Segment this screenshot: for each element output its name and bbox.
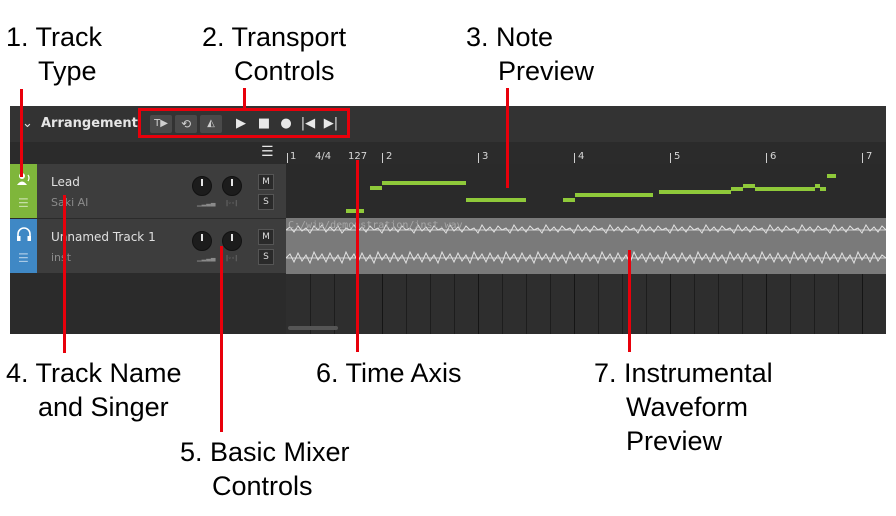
note xyxy=(382,181,466,185)
leader-line-track-name xyxy=(63,195,66,353)
play-icon[interactable]: ▶ xyxy=(236,116,246,131)
arrangement-title: Arrangement xyxy=(41,116,138,131)
leader-line-mixer xyxy=(220,246,223,432)
track-type-instrumental[interactable]: ☰ xyxy=(10,219,37,273)
bar-label: 1 xyxy=(290,151,297,162)
bar-label: 3 xyxy=(482,151,489,162)
skip-to-start-icon[interactable]: |◀ xyxy=(300,116,316,131)
arrangement-panel: ⌄ Arrangement T▶ ⟲ ◭ ▶ ■ ● |◀ ▶| ☰ ☰ Lea… xyxy=(10,106,886,334)
loop-button[interactable]: ⟲ xyxy=(175,115,197,133)
note-preview-part[interactable] xyxy=(286,164,886,218)
note xyxy=(743,184,755,188)
leader-line-note-preview xyxy=(506,88,509,188)
volume-meter-icon: ▁▂▃▄ xyxy=(197,200,216,207)
note xyxy=(827,174,836,178)
note xyxy=(820,187,826,191)
leader-line-track-type xyxy=(20,89,23,177)
headphones-icon xyxy=(17,227,31,241)
time-signature[interactable]: 4/4 xyxy=(315,151,332,162)
record-icon[interactable]: ● xyxy=(280,116,292,131)
callout-time-axis: 6. Time Axis xyxy=(316,358,462,388)
mute-button[interactable]: M xyxy=(258,229,274,245)
horizontal-scrollbar[interactable] xyxy=(288,326,338,330)
volume-knob[interactable] xyxy=(192,176,212,196)
bar-label: 2 xyxy=(386,151,393,162)
track-name[interactable]: Unnamed Track 1 xyxy=(51,230,156,244)
note xyxy=(731,187,743,191)
track-type-vocal[interactable]: ☰ xyxy=(10,164,37,218)
follow-playhead-button[interactable]: T▶ xyxy=(150,115,172,133)
mute-button[interactable]: M xyxy=(258,174,274,190)
singer-icon xyxy=(17,173,30,185)
collapse-chevron-icon[interactable]: ⌄ xyxy=(22,116,33,131)
solo-button[interactable]: S xyxy=(258,194,274,210)
transport-controls: T▶ ⟲ ◭ ▶ ■ ● |◀ ▶| xyxy=(143,112,343,136)
note xyxy=(563,198,575,202)
note xyxy=(815,184,820,188)
note xyxy=(346,209,364,213)
stop-icon[interactable]: ■ xyxy=(257,116,271,131)
volume-meter-icon: ▁▂▃▄ xyxy=(197,255,216,262)
track-drag-icon[interactable]: ☰ xyxy=(18,196,29,210)
bar-label: 6 xyxy=(770,151,777,162)
note xyxy=(659,190,731,194)
track-singer[interactable]: Saki AI xyxy=(51,196,89,209)
leader-line-transport xyxy=(243,88,246,108)
leader-line-waveform xyxy=(628,250,631,352)
waveform-part[interactable]: C:/wip/demonstration/inst.wav xyxy=(286,218,886,274)
pan-meter-icon: |◦◦| xyxy=(226,255,238,262)
track-drag-icon[interactable]: ☰ xyxy=(18,251,29,265)
pan-knob[interactable] xyxy=(222,176,242,196)
tempo[interactable]: 127 xyxy=(348,151,368,162)
track-singer[interactable]: inst xyxy=(51,251,72,264)
note xyxy=(466,198,526,202)
note xyxy=(370,186,382,190)
track-row-unnamed[interactable]: ☰ Unnamed Track 1 inst ▁▂▃▄ |◦◦| M S xyxy=(10,219,286,273)
track-menu-icon[interactable]: ☰ xyxy=(261,144,274,160)
skip-to-end-icon[interactable]: ▶| xyxy=(323,116,339,131)
bar-label: 5 xyxy=(674,151,681,162)
time-axis[interactable]: 1 4/4 127 2 3 4 5 6 7 xyxy=(286,142,886,164)
pan-meter-icon: |◦◦| xyxy=(226,200,238,207)
bar-label: 7 xyxy=(866,151,873,162)
metronome-button[interactable]: ◭ xyxy=(200,115,222,133)
waveform-file-path: C:/wip/demonstration/inst.wav xyxy=(288,220,463,231)
bar-label: 4 xyxy=(578,151,585,162)
track-row-lead[interactable]: ☰ Lead Saki AI ▁▂▃▄ |◦◦| M S xyxy=(10,164,286,218)
timeline-area[interactable]: C:/wip/demonstration/inst.wav xyxy=(286,164,886,334)
transport-highlight-box xyxy=(138,108,350,138)
volume-knob[interactable] xyxy=(192,231,212,251)
note xyxy=(575,193,653,197)
leader-line-time-axis xyxy=(356,160,359,352)
solo-button[interactable]: S xyxy=(258,249,274,265)
note xyxy=(755,187,815,191)
waveform-graphic xyxy=(286,224,886,265)
track-name[interactable]: Lead xyxy=(51,175,80,189)
pan-knob[interactable] xyxy=(222,231,242,251)
